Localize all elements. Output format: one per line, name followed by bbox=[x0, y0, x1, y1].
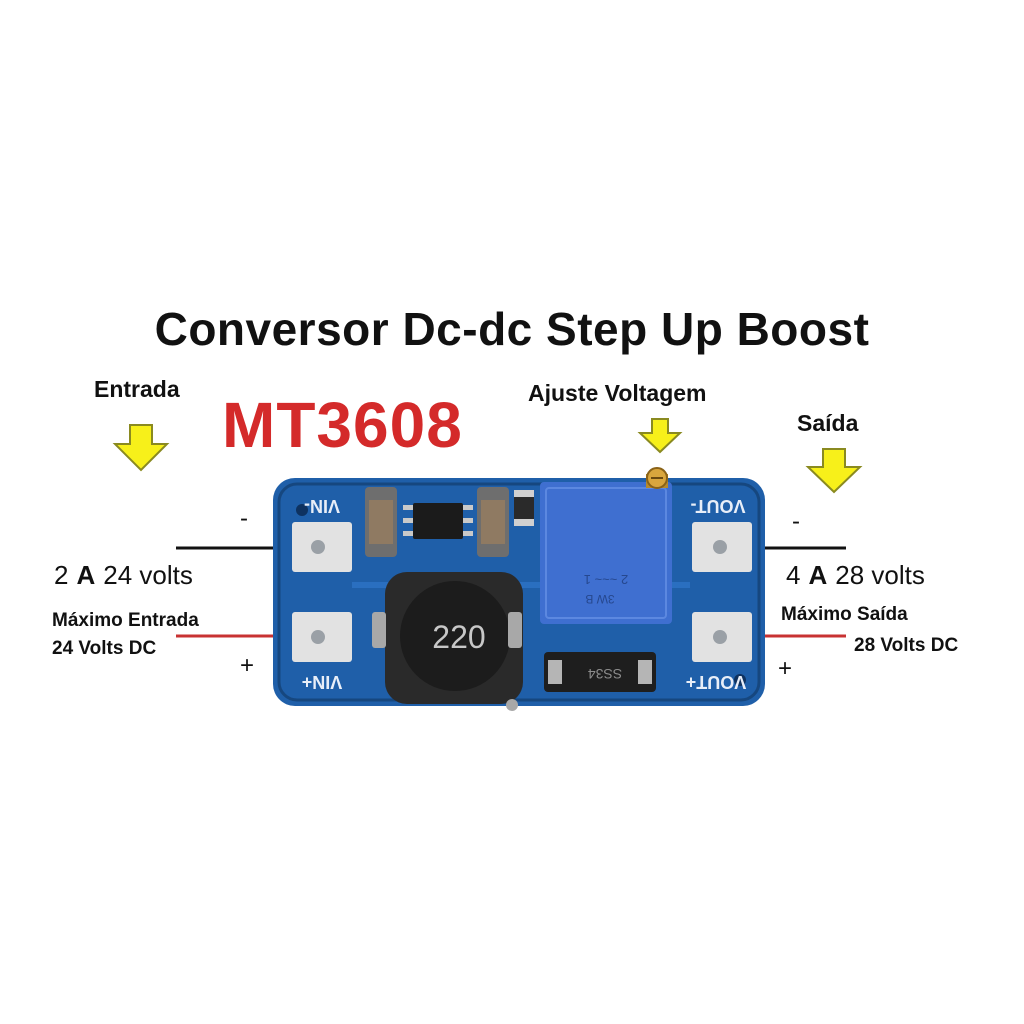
silkscreen-vout-negative: VOUT- bbox=[690, 496, 745, 516]
diode-terminal bbox=[548, 660, 562, 684]
input-max-line2: 24 Volts DC bbox=[52, 638, 157, 659]
silkscreen-vin-negative: VIN- bbox=[304, 496, 340, 516]
mounting-hole bbox=[734, 674, 746, 686]
down-arrow-icon bbox=[112, 424, 170, 472]
output-heading: Saída bbox=[797, 410, 859, 436]
pad-hole bbox=[311, 630, 325, 644]
chip-pin bbox=[403, 505, 413, 510]
inductor-terminal bbox=[372, 612, 386, 648]
chip-pin bbox=[403, 531, 413, 536]
input-max-line1: Máximo Entrada bbox=[52, 610, 199, 631]
input-current-value: 2 bbox=[54, 560, 69, 590]
pad-hole bbox=[713, 540, 727, 554]
resistor bbox=[514, 490, 534, 526]
input-negative-sign: - bbox=[240, 505, 248, 532]
input-heading: Entrada bbox=[94, 376, 180, 402]
down-arrow-icon bbox=[637, 418, 683, 454]
mt3608-chip bbox=[413, 503, 463, 539]
pcb-border bbox=[277, 482, 761, 702]
model-name: MT3608 bbox=[222, 389, 463, 461]
output-current-value: 4 bbox=[786, 560, 801, 590]
pad-hole bbox=[311, 540, 325, 554]
capacitor-body bbox=[481, 500, 505, 544]
output-current-unit: A bbox=[808, 560, 828, 590]
chip-pin bbox=[463, 518, 473, 523]
input-positive-sign: + bbox=[240, 652, 255, 679]
schottky-diode bbox=[544, 652, 656, 692]
diode-terminal bbox=[638, 660, 652, 684]
output-negative-sign: - bbox=[792, 508, 800, 535]
pot-marking: 2 ~~~ 1 bbox=[584, 572, 628, 587]
resistor-cap bbox=[514, 490, 534, 497]
capacitor-body bbox=[369, 500, 393, 544]
output-max-line2: 28 Volts DC bbox=[854, 635, 959, 656]
silkscreen-vin-positive: VIN+ bbox=[302, 672, 343, 692]
inductor-lead bbox=[506, 699, 518, 711]
page-title: Conversor Dc-dc Step Up Boost bbox=[154, 303, 870, 355]
inductor-marking: 220 bbox=[432, 619, 485, 655]
chip-pin bbox=[403, 518, 413, 523]
resistor-cap bbox=[514, 519, 534, 526]
inductor-core bbox=[400, 581, 510, 691]
output-voltage: 28 volts bbox=[835, 560, 925, 590]
adjust-heading: Ajuste Voltagem bbox=[528, 380, 707, 406]
potentiometer bbox=[540, 482, 672, 624]
potentiometer-edge bbox=[545, 487, 667, 619]
input-voltage: 24 volts bbox=[103, 560, 193, 590]
inductor-terminal bbox=[508, 612, 522, 648]
pad-hole bbox=[713, 630, 727, 644]
input-current-unit: A bbox=[76, 560, 96, 590]
silkscreen-vout-positive: VOUT+ bbox=[686, 672, 747, 692]
pot-marking: 3W B bbox=[585, 592, 614, 606]
chip-pin bbox=[463, 531, 473, 536]
output-positive-sign: + bbox=[778, 655, 793, 682]
down-arrow-icon bbox=[805, 448, 863, 494]
diode-marking: SS34 bbox=[588, 666, 622, 682]
chip-pin bbox=[463, 505, 473, 510]
output-max-line1: Máximo Saída bbox=[781, 604, 908, 625]
mounting-hole bbox=[296, 504, 308, 516]
